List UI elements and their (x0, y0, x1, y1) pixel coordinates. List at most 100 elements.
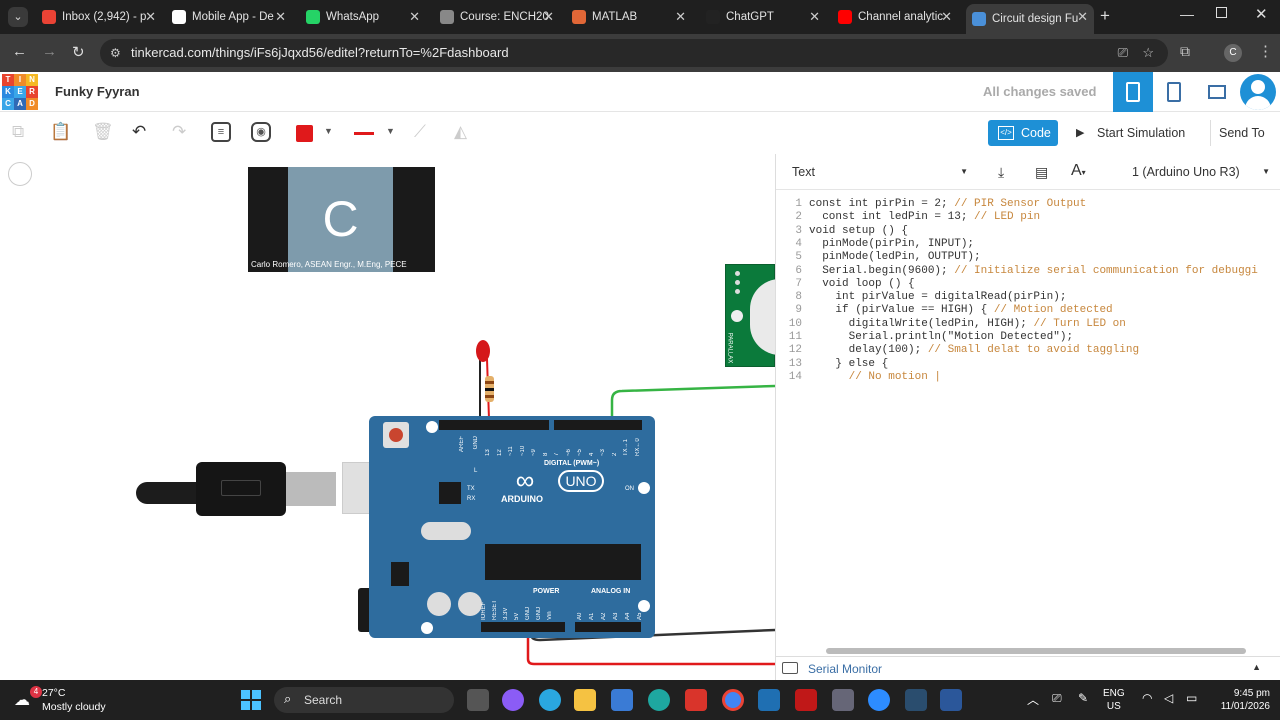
battery-icon[interactable]: ▭ (1186, 691, 1198, 705)
mode-select[interactable]: Text ▼ (782, 158, 974, 186)
bookmark-star-icon[interactable]: ☆ (1142, 45, 1154, 60)
serial-monitor-bar[interactable]: Serial Monitor ▲ (776, 656, 1280, 680)
install-app-icon[interactable]: ⎚ (1117, 45, 1128, 60)
download-icon[interactable]: ⤓ (998, 164, 1005, 180)
expand-icon[interactable]: ▲ (1252, 662, 1261, 672)
rotate-icon[interactable]: ⟋ (414, 122, 426, 141)
copy-icon[interactable]: ⧉ (12, 122, 25, 141)
circuit-canvas[interactable]: C Carlo Romero, ASEAN Engr., M.Eng, PECE… (0, 154, 775, 680)
wire-type-picker[interactable] (354, 132, 374, 135)
browser-tab[interactable]: ChatGPT✕ (700, 4, 826, 30)
task-view-icon[interactable] (467, 689, 489, 711)
tray-app-icon[interactable]: ✎ (1078, 691, 1089, 705)
edge-dev-icon[interactable] (539, 689, 561, 711)
schematic-view-button[interactable] (1167, 82, 1181, 102)
browser-tab[interactable]: Circuit design Fu✕ (966, 4, 1094, 34)
horizontal-scrollbar[interactable] (826, 648, 1246, 654)
browser-tab[interactable]: Course: ENCH20✕ (434, 4, 560, 30)
tab-close-icon[interactable]: ✕ (409, 9, 420, 24)
start-button[interactable] (241, 690, 261, 710)
store-icon[interactable] (611, 689, 633, 711)
paste-icon[interactable]: 📋 (50, 122, 72, 141)
site-info-icon[interactable]: ⚙ (110, 46, 121, 60)
code-line[interactable]: void loop () { (809, 278, 914, 290)
vscode-icon[interactable] (758, 689, 780, 711)
project-name[interactable]: Funky Fyyran (55, 84, 140, 99)
font-size-icon[interactable]: A▾ (1071, 162, 1086, 179)
redo-icon[interactable]: ↷ (172, 122, 187, 141)
taskbar-search[interactable]: ⌕ Search (274, 687, 454, 713)
view-notes-icon[interactable]: ◉ (251, 122, 271, 142)
code-line[interactable]: const int ledPin = 13; // LED pin (809, 211, 1040, 223)
code-line[interactable]: const int pirPin = 2; // PIR Sensor Outp… (809, 198, 1086, 210)
terminal-icon[interactable] (905, 689, 927, 711)
tab-close-icon[interactable]: ✕ (1077, 9, 1088, 24)
circuit-view-button[interactable] (1113, 72, 1153, 112)
delete-icon[interactable]: 🗑 (92, 122, 114, 141)
tab-close-icon[interactable]: ✕ (543, 9, 554, 24)
copilot-icon[interactable] (502, 689, 524, 711)
color-dropdown-icon[interactable]: ▼ (324, 126, 333, 136)
tray-app-icon[interactable]: ⎚ (1052, 691, 1062, 705)
chrome-menu-icon[interactable]: ⋮ (1258, 43, 1273, 60)
app-icon[interactable] (832, 689, 854, 711)
code-line[interactable]: delay(100); // Small delat to avoid tagg… (809, 344, 1139, 356)
tab-close-icon[interactable]: ✕ (675, 9, 686, 24)
flip-icon[interactable]: ◭ (454, 122, 468, 141)
code-line[interactable]: int pirValue = digitalRead(pirPin); (809, 291, 1066, 303)
color-picker[interactable] (296, 125, 313, 142)
wifi-icon[interactable]: ◠ (1142, 691, 1153, 705)
tab-close-icon[interactable]: ✕ (145, 9, 156, 24)
tab-close-icon[interactable]: ✕ (941, 9, 952, 24)
library-icon[interactable]: ▤ (1035, 164, 1049, 180)
word-icon[interactable] (940, 689, 962, 711)
tab-close-icon[interactable]: ✕ (809, 9, 820, 24)
maximize-button[interactable] (1216, 7, 1227, 18)
reset-button[interactable] (383, 422, 409, 448)
code-line[interactable]: pinMode(ledPin, OUTPUT); (809, 251, 980, 263)
user-avatar[interactable] (1240, 74, 1276, 110)
notes-icon[interactable]: ≡ (211, 122, 231, 142)
tray-chevron-icon[interactable]: ︿ (1027, 693, 1040, 707)
edge-icon[interactable] (648, 689, 670, 711)
new-tab-button[interactable]: + (1100, 6, 1110, 25)
language-indicator[interactable]: ENG US (1103, 688, 1125, 712)
reload-icon[interactable]: ↻ (72, 44, 85, 61)
start-simulation-button[interactable]: ▶ Start Simulation (1066, 120, 1196, 146)
tab-list-button[interactable]: ⌄ (8, 7, 28, 27)
send-to-button[interactable]: Send To (1210, 120, 1265, 146)
weather-widget[interactable]: ☁ 4 27°C Mostly cloudy (12, 684, 152, 716)
minimize-button[interactable]: — (1180, 6, 1194, 22)
volume-icon[interactable]: ◁ (1164, 691, 1174, 705)
file-explorer-icon[interactable] (574, 689, 596, 711)
device-select[interactable]: 1 (Arduino Uno R3) ▼ (1126, 158, 1274, 186)
wire-dropdown-icon[interactable]: ▼ (386, 126, 395, 136)
component-list-button[interactable] (1208, 85, 1226, 99)
fit-view-icon[interactable] (8, 162, 32, 186)
url-field[interactable]: ⚙ tinkercad.com/things/iFs6jJqxd56/edite… (100, 39, 1168, 67)
zoom-icon[interactable] (868, 689, 890, 711)
browser-tab[interactable]: MATLAB✕ (566, 4, 692, 30)
back-icon[interactable]: ← (12, 43, 27, 60)
wps-icon[interactable] (685, 689, 707, 711)
code-line[interactable]: if (pirValue == HIGH) { // Motion detect… (809, 304, 1112, 316)
code-line[interactable]: pinMode(pirPin, INPUT); (809, 238, 974, 250)
profile-avatar[interactable]: C (1224, 44, 1242, 62)
code-line[interactable]: void setup () { (809, 225, 908, 237)
usb-cable[interactable] (136, 462, 286, 516)
chrome-icon[interactable] (722, 689, 744, 711)
code-line[interactable]: Serial.println("Motion Detected"); (809, 331, 1073, 343)
browser-tab[interactable]: WhatsApp✕ (300, 4, 426, 30)
close-window-button[interactable]: ✕ (1255, 6, 1268, 23)
tab-close-icon[interactable]: ✕ (275, 9, 286, 24)
code-line[interactable]: // No motion | (809, 371, 941, 383)
pir-sensor[interactable]: PARALLAX (725, 264, 775, 367)
browser-tab[interactable]: Channel analytic✕ (832, 4, 958, 30)
undo-icon[interactable]: ↶ (132, 122, 147, 141)
mcafee-icon[interactable] (795, 689, 817, 711)
extensions-icon[interactable]: ⧉ (1180, 43, 1190, 59)
code-button[interactable]: </> Code (988, 120, 1058, 146)
